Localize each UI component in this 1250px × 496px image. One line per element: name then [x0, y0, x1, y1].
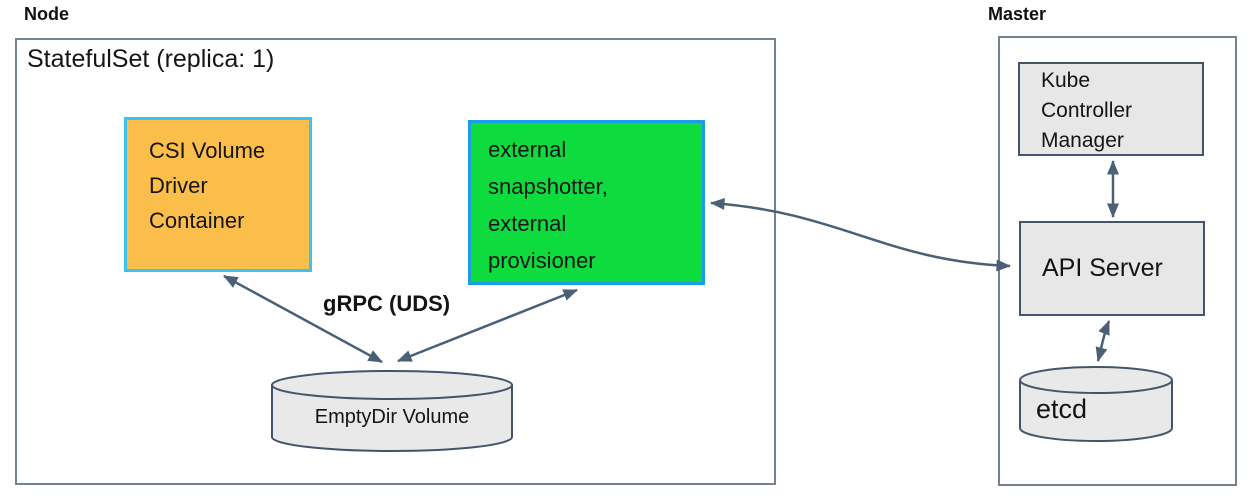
node-group-label: Node — [24, 4, 69, 24]
statefulset-title: StatefulSet (replica: 1) — [27, 45, 275, 73]
kube-controller-manager-box: Kube Controller Manager — [1018, 62, 1204, 156]
api-server-box: API Server — [1019, 221, 1205, 316]
external-sidecars-box: external snapshotter, external provision… — [468, 120, 705, 285]
emptydir-volume-label: EmptyDir Volume — [314, 406, 470, 428]
csi-volume-driver-box: CSI Volume Driver Container — [124, 117, 312, 272]
grpc-uds-label: gRPC (UDS) — [323, 291, 451, 316]
etcd-label: etcd — [1036, 394, 1088, 424]
csi-volume-driver-label: CSI Volume Driver Container — [149, 138, 266, 233]
master-group-label: Master — [988, 4, 1047, 24]
api-server-label: API Server — [1042, 254, 1163, 282]
external-sidecars-label: external snapshotter, external provision… — [488, 137, 608, 273]
kube-controller-manager-label: Kube Controller Manager — [1041, 69, 1133, 152]
